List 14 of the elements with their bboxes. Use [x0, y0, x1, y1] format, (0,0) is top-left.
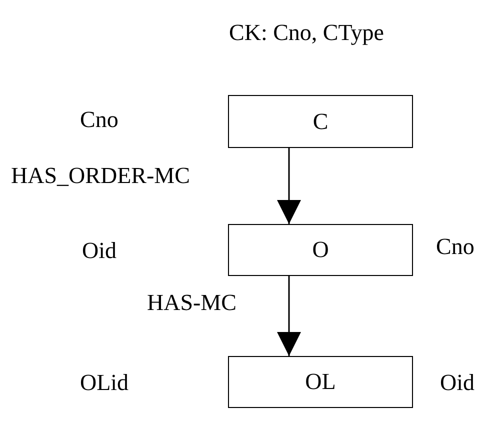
attribute-label: Oid [440, 370, 474, 396]
entity-box [228, 95, 413, 148]
entity-name: OL [305, 369, 336, 395]
attribute-label: Oid [82, 238, 116, 264]
entity-name: C [312, 108, 328, 134]
entity-box [228, 224, 413, 276]
attribute-label: Cno [80, 107, 118, 133]
entity-box [228, 356, 413, 408]
key-note: CK: Cno, CType [229, 20, 384, 46]
attribute-label: OLid [80, 370, 129, 396]
arrow [277, 148, 301, 224]
arrow [277, 276, 301, 356]
attribute-label: Cno [436, 234, 474, 260]
entity-name: O [312, 237, 329, 263]
